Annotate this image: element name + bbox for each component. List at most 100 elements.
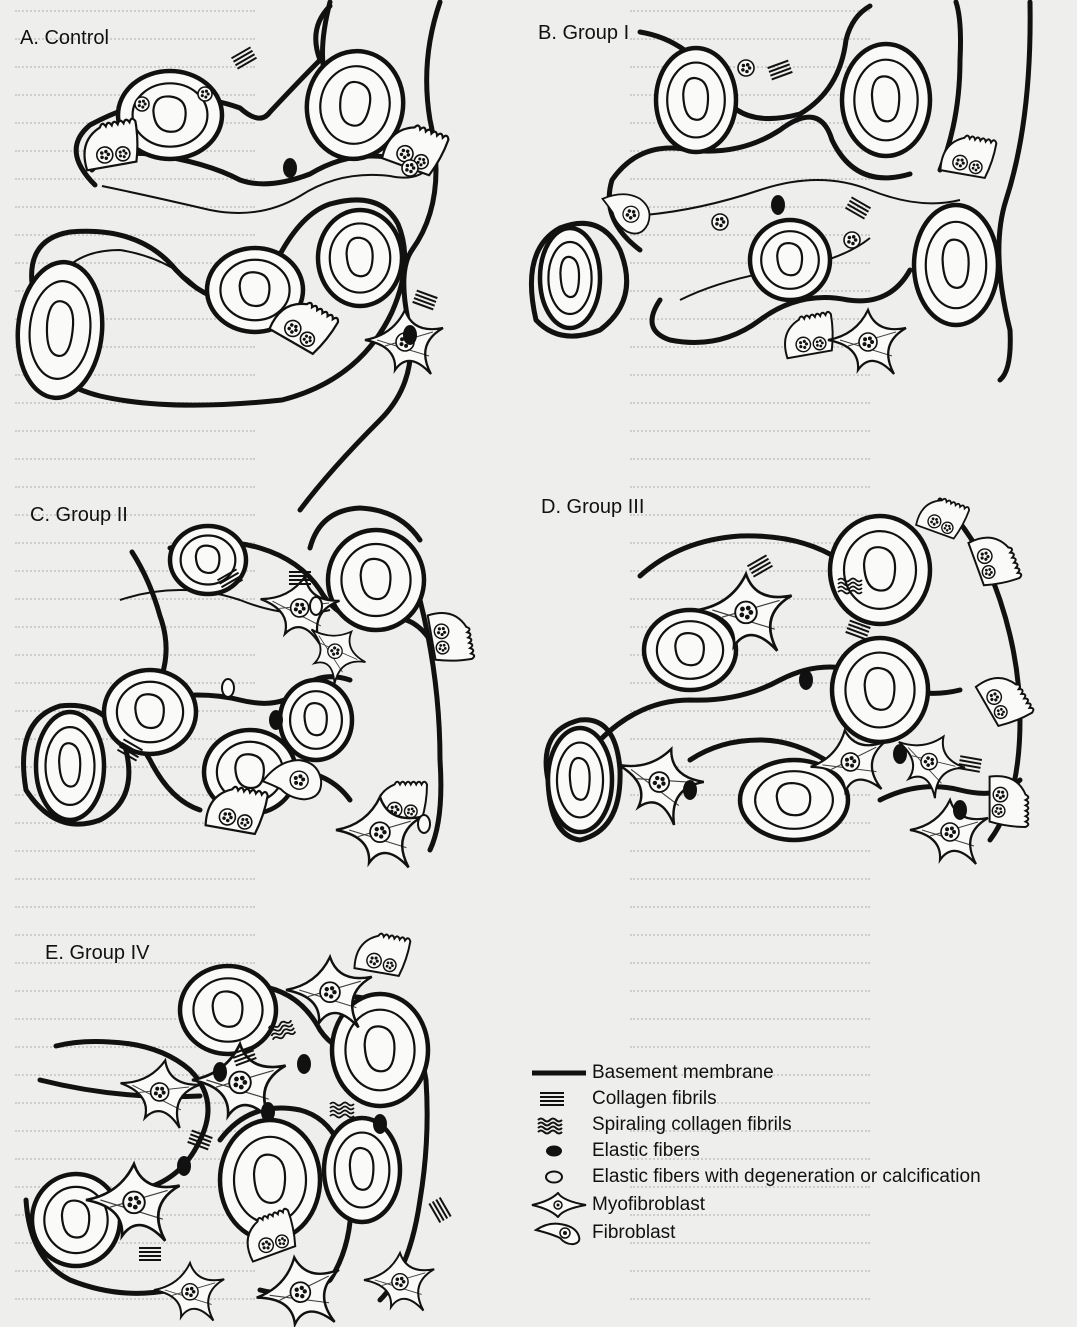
myofibroblast: [251, 1250, 348, 1327]
capillary: [540, 228, 600, 328]
elastic-fiber: [178, 1157, 190, 1175]
legend-label: Elastic fibers with degeneration or calc…: [592, 1166, 981, 1188]
interstitium-outline: [645, 180, 960, 215]
cell-nucleus: [844, 232, 860, 248]
legend-label: Collagen fibrils: [592, 1088, 717, 1110]
capillary: [180, 966, 276, 1054]
legend-label: Myofibroblast: [592, 1194, 705, 1216]
collagen-fibrils: [845, 197, 870, 218]
cell-nucleus: [123, 1192, 145, 1214]
capillary: [318, 210, 402, 306]
collagen-fibrils-icon: [530, 1086, 588, 1112]
panel-b-group-1: [531, 2, 1030, 380]
myofibroblast-icon: [530, 1192, 588, 1218]
elastic-fiber: [800, 671, 812, 689]
elastic-fiber: [374, 1115, 386, 1133]
elastic-fiber: [284, 159, 296, 177]
degenerated-elastic-fiber-icon: [530, 1164, 588, 1190]
legend-row-basement-membrane: Basement membrane: [530, 1060, 774, 1086]
cell-nucleus: [992, 805, 1005, 818]
capillary: [32, 1174, 120, 1266]
panel-label-group-1: B. Group I: [538, 22, 629, 45]
cell-nucleus: [859, 333, 877, 351]
elastic-fiber: [214, 1063, 226, 1081]
capillary: [12, 259, 108, 402]
cell-nucleus: [392, 1274, 408, 1290]
spiraling-collagen: [330, 1103, 354, 1118]
elastic-fiber: [894, 745, 906, 763]
collagen-fibrils: [958, 756, 982, 772]
cell-nucleus: [229, 1072, 251, 1094]
collagen-fibrils: [413, 291, 438, 310]
legend-row-spiraling-collagen: Spiraling collagen fibrils: [530, 1112, 792, 1138]
capillary: [104, 670, 196, 754]
legend-label: Spiraling collagen fibrils: [592, 1114, 792, 1136]
elastic-fiber: [270, 711, 282, 729]
capillary: [548, 728, 612, 832]
cell-nucleus: [402, 160, 418, 176]
cell-nucleus: [320, 982, 340, 1002]
panel-a-control: [12, 2, 449, 510]
panel-e-group-4: [26, 930, 451, 1327]
degenerated-elastic-fiber: [310, 597, 322, 615]
elastic-fiber: [954, 801, 966, 819]
degenerated-elastic-fiber: [222, 679, 234, 697]
cell-nucleus: [993, 787, 1007, 801]
panel-label-group-2: C. Group II: [30, 504, 128, 527]
capillary: [832, 638, 928, 742]
capillary: [656, 48, 736, 152]
collagen-fibrils: [429, 1197, 450, 1222]
myofibroblast: [154, 1263, 224, 1321]
capillary: [830, 516, 930, 624]
type-ii-pneumocyte: [916, 492, 970, 540]
type-ii-pneumocyte: [354, 930, 411, 977]
collagen-fibrils: [747, 555, 772, 576]
legend-row-fibroblast: Fibroblast: [530, 1220, 675, 1246]
elastic-fiber-icon: [530, 1138, 588, 1164]
elastic-fiber: [404, 326, 416, 344]
fibroblast-icon: [530, 1220, 588, 1246]
cell-nucleus: [738, 60, 754, 76]
panel-label-group-3: D. Group III: [541, 496, 644, 519]
capillary: [750, 220, 830, 300]
collagen-fibrils: [768, 61, 793, 80]
elastic-fiber: [298, 1055, 310, 1073]
cell-nucleus: [370, 822, 390, 842]
elastic-fiber: [262, 1103, 274, 1121]
myofibroblast: [910, 800, 988, 864]
panel-label-group-4: E. Group IV: [45, 942, 150, 965]
capillary: [36, 712, 104, 820]
elastic-fiber: [684, 781, 696, 799]
myofibroblast: [828, 310, 906, 374]
legend-row-myofibroblast: Myofibroblast: [530, 1192, 705, 1218]
myofibroblast: [365, 310, 443, 374]
myofibroblast: [115, 1054, 203, 1131]
cell-nucleus: [405, 805, 418, 818]
collagen-fibrils: [139, 1248, 161, 1260]
cell-nucleus: [198, 87, 212, 101]
cell-nucleus: [941, 823, 959, 841]
capillary: [842, 44, 930, 156]
capillary: [644, 610, 736, 690]
capillary: [280, 680, 352, 760]
capillary: [914, 205, 998, 325]
cell-nucleus: [135, 97, 149, 111]
type-ii-pneumocyte: [968, 529, 1022, 590]
legend-row-elastic-fibers: Elastic fibers: [530, 1138, 700, 1164]
capillary: [328, 530, 424, 630]
spiraling-collagen-icon: [530, 1112, 588, 1138]
panel-d-group-3: [546, 492, 1034, 864]
legend-label: Elastic fibers: [592, 1140, 700, 1162]
type-ii-pneumocyte: [780, 311, 837, 358]
myofibroblast: [364, 1253, 434, 1311]
elastic-fiber: [772, 196, 784, 214]
panel-label-control: A. Control: [20, 27, 109, 50]
panel-c-group-2: [24, 508, 475, 867]
type-ii-pneumocyte: [976, 667, 1035, 730]
basement-membrane: [999, 2, 1030, 380]
legend-row-collagen-fibrils: Collagen fibrils: [530, 1086, 717, 1112]
cell-nucleus: [182, 1284, 198, 1300]
cell-nucleus: [712, 214, 728, 230]
legend-row-elastic-degenerated: Elastic fibers with degeneration or calc…: [530, 1164, 981, 1190]
type-ii-pneumocyte: [428, 608, 475, 665]
